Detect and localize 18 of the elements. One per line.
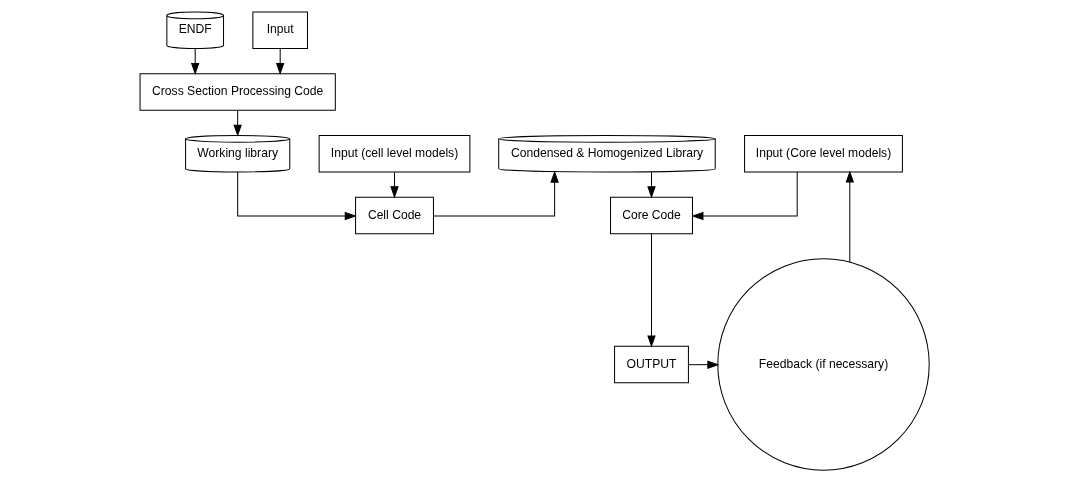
node-circle: Feedback (if necessary): [716, 258, 930, 471]
arrow: [646, 233, 656, 348]
node-box: Input: [251, 11, 308, 50]
node-box: Input (Core level models): [743, 135, 903, 173]
arrow: [236, 171, 357, 221]
node-box: Cell Code: [354, 196, 434, 235]
arrow: [845, 170, 854, 263]
arrow: [646, 171, 656, 199]
arrow: [389, 171, 399, 199]
arrow: [275, 48, 284, 76]
node-box: Input (cell level models): [318, 135, 470, 173]
node-box: Cross Section Processing Code: [139, 73, 336, 111]
node-box: OUTPUT: [613, 345, 689, 384]
arrow: [687, 360, 719, 369]
arrow: [432, 170, 559, 217]
arrow: [190, 48, 199, 76]
node-box: Core Code: [609, 196, 693, 235]
arrow: [690, 171, 798, 221]
